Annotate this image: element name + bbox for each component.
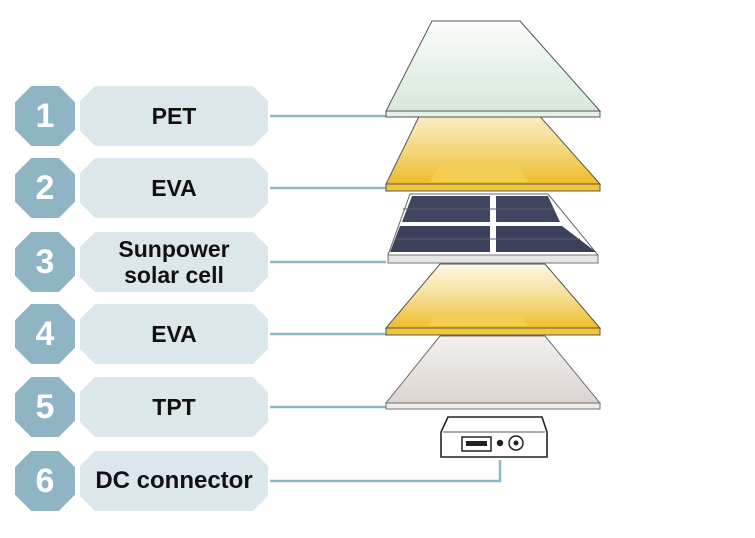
dc-connector-box — [440, 416, 548, 458]
layer-number-badge-6: 6 — [15, 451, 75, 511]
usb-port-icon — [461, 436, 492, 452]
tpt-layer — [384, 335, 602, 410]
layer-number-badge-1: 1 — [15, 86, 75, 146]
layer-number-badge-5: 5 — [15, 377, 75, 437]
layer-number-badge-4: 4 — [15, 304, 75, 364]
layer-label-dc-connector: DC connector — [80, 451, 268, 511]
indicator-led-icon — [496, 439, 504, 447]
layer-label-tpt: TPT — [80, 377, 268, 437]
layer-label-eva-bottom: EVA — [80, 304, 268, 364]
layer-number-badge-3: 3 — [15, 232, 75, 292]
eva-layer-bottom — [384, 263, 602, 336]
dc-jack-icon — [508, 435, 524, 451]
solar-cell-layer — [387, 193, 600, 264]
leader-lines — [270, 114, 502, 483]
layer-number-badge-2: 2 — [15, 158, 75, 218]
pet-layer — [385, 20, 602, 118]
layer-label-eva-top: EVA — [80, 158, 268, 218]
layer-label-solar-cell: Sunpower solar cell — [80, 232, 268, 292]
leader-line-dc-connector — [270, 460, 502, 483]
layer-label-pet: PET — [80, 86, 268, 146]
